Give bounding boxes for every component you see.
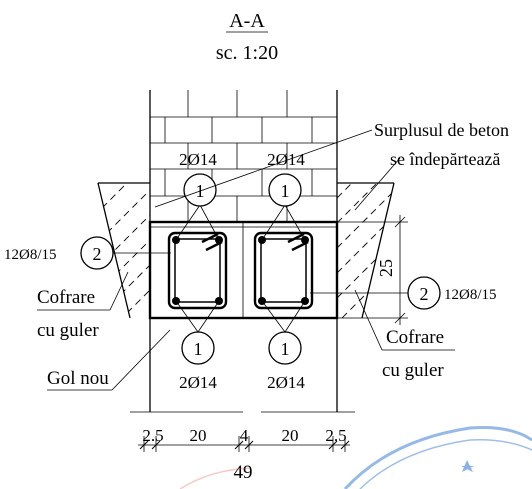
rebar-number-top-right: 1 — [281, 181, 290, 201]
new-opening-label: Gol nou — [47, 368, 109, 389]
width-dimension-chain: 2.5 20 4 20 2.5 49 — [138, 426, 350, 483]
rebar-callout-top-left: 1 2Ø14 — [175, 150, 220, 241]
rebar-number-bottom-right: 1 — [281, 339, 290, 359]
stamp-partial-red — [179, 467, 251, 489]
stirrup-number-right: 2 — [420, 284, 429, 304]
dimension-segment-5: 2.5 — [325, 426, 346, 445]
stirrup-callout-right: 2 12Ø8/15 — [310, 276, 497, 310]
stirrup-number-left: 2 — [93, 244, 102, 264]
rebar-callout-top-right: 1 2Ø14 — [261, 150, 305, 241]
stirrup-label-left: 12Ø8/15 — [4, 247, 57, 263]
section-title: A-A — [229, 10, 265, 32]
formwork-note-left: Cofrare cu guler — [37, 271, 129, 341]
rebar-cage-left — [167, 231, 228, 310]
rebar-label-top-left: 2Ø14 — [179, 150, 217, 169]
new-opening-note: Gol nou — [47, 329, 171, 391]
opening-outline — [130, 318, 355, 413]
rebar-label-top-right: 2Ø14 — [267, 150, 305, 169]
formwork-left-line1: Cofrare — [37, 287, 95, 308]
rebar-label-bottom-left: 2Ø14 — [179, 373, 217, 392]
rebar-number-bottom-left: 1 — [194, 339, 203, 359]
rebar-label-bottom-right: 2Ø14 — [267, 373, 305, 392]
dimension-total: 49 — [234, 462, 253, 483]
section-scale: sc. 1:20 — [216, 42, 278, 64]
height-dimension-value: 25 — [376, 259, 396, 277]
dimension-segment-2: 20 — [190, 426, 207, 445]
surplus-note: Surplusul de beton se îndepărtează — [154, 120, 509, 211]
formwork-note-right: Cofrare cu guler — [354, 289, 455, 381]
formwork-right-line2: cu guler — [382, 360, 444, 381]
surplus-note-line1: Surplusul de beton — [374, 120, 509, 140]
dimension-segment-3: 4 — [240, 426, 249, 445]
stamp-partial-blue — [343, 426, 532, 489]
formwork-left-line2: cu guler — [37, 320, 99, 341]
stirrup-label-right: 12Ø8/15 — [444, 287, 497, 303]
dimension-segment-1: 2.5 — [142, 426, 163, 445]
height-dimension: 25 — [337, 215, 408, 325]
formwork-right-line1: Cofrare — [386, 327, 444, 348]
rebar-callout-bottom-right: 1 2Ø14 — [261, 300, 305, 392]
surplus-note-line2: se îndepărtează — [390, 149, 500, 169]
stirrup-callout-left: 12Ø8/15 2 — [4, 236, 171, 270]
rebar-callout-bottom-left: 1 2Ø14 — [175, 300, 220, 392]
brick-wall — [149, 90, 338, 222]
dimension-segment-4: 20 — [282, 426, 299, 445]
